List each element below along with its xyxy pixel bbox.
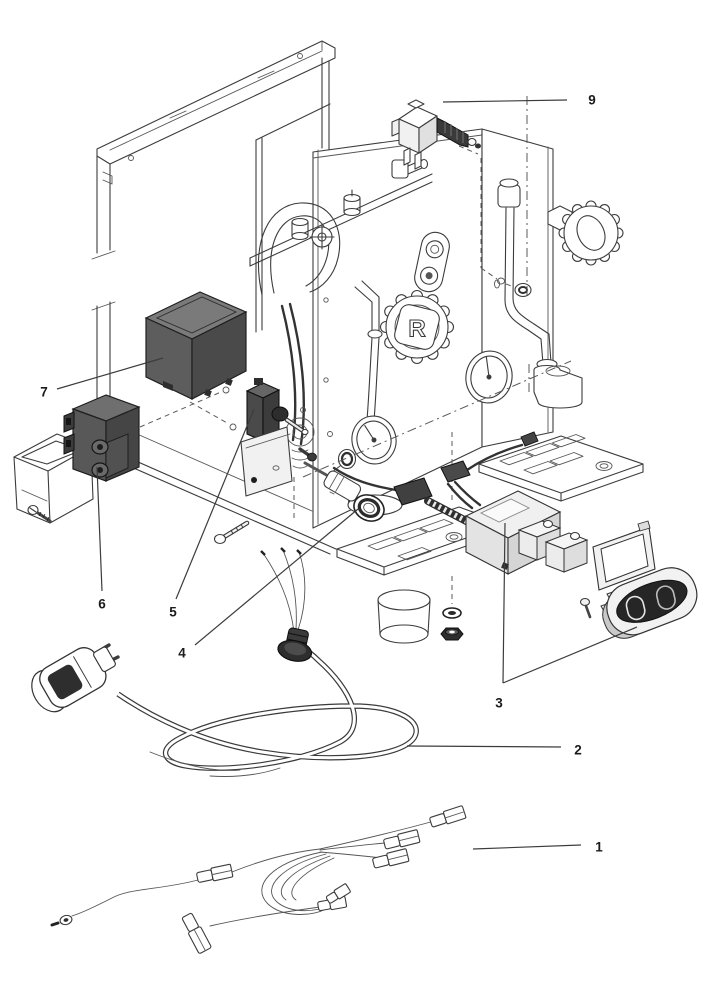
switch-bezel [592,520,656,591]
euro-plug [31,643,120,713]
power-cord-part2 [31,547,419,777]
bracket-screw [27,504,52,523]
micro-switch [544,531,589,573]
spade-connector [181,912,212,954]
control-box-part7 [144,291,248,400]
knob-letter: R [408,316,425,343]
power-switch-block-part6 [63,394,141,482]
wiring-harness-part1 [50,805,467,954]
switch-assembly-part3 [332,431,698,639]
leader-line-part-4 [194,508,359,646]
front-panel-details: R [300,231,513,522]
wire-connector [520,431,539,447]
oval-plate [414,231,450,293]
leader-line-part-7 [56,357,164,390]
spade-connector [325,883,351,904]
spade-connector [429,805,467,828]
part-number-2: 2 [574,743,582,758]
part-number-1: 1 [595,840,603,855]
steam-assembly [494,178,624,409]
leader-line-part-6 [96,466,103,592]
pressure-gauge-right [465,350,513,404]
rocker-switch [602,567,698,639]
machine-foot [377,589,431,644]
leader-line-part-1 [472,844,582,850]
cord-cable [116,642,419,777]
spade-connector [196,863,234,883]
cable-grommet [260,547,313,662]
hex-nut [440,627,464,641]
solenoid-screw [298,447,317,462]
boiler-plumbing [249,158,433,469]
air-valve-part9 [391,99,515,288]
boiler-valve [343,189,361,217]
leader-line-part-3 [502,522,506,684]
ring-nut [514,282,532,298]
bezel-screw [579,597,592,619]
leader-line-part-3 [502,626,638,684]
mounting-bolt [213,520,250,545]
boiler-valve [291,217,309,241]
sight-glass-ring [326,448,357,477]
leader-line-part-9 [442,99,568,103]
leader-line-part-2 [406,745,562,748]
washer [442,607,462,619]
leader-line-part-5 [175,408,255,600]
wire-connector [393,477,433,506]
callout-layer: 1 2 3 4 5 6 7 9 [40,93,638,855]
part-number-5: 5 [169,605,177,620]
part-number-4: 4 [178,646,186,661]
base-tray-right [478,434,644,502]
panel-elbow-pipe [354,280,383,422]
ring-terminal [50,914,73,927]
part-number-6: 6 [98,597,106,612]
steam-knob [558,200,624,266]
indicator-lamp [303,461,385,522]
construction-lines [139,96,572,604]
spade-connector [372,848,410,869]
solenoid-valve-part5 [240,378,309,497]
part-number-7: 7 [40,385,48,400]
cross-valve [309,224,335,250]
spade-connector [383,829,421,850]
back-panel-frame [91,40,336,463]
pressure-gauge-front [351,415,397,465]
brand-knob: R [379,289,455,365]
part-number-9: 9 [588,93,596,108]
wire-connector [440,460,471,483]
steam-pipe [497,178,583,409]
part-number-3: 3 [495,696,503,711]
